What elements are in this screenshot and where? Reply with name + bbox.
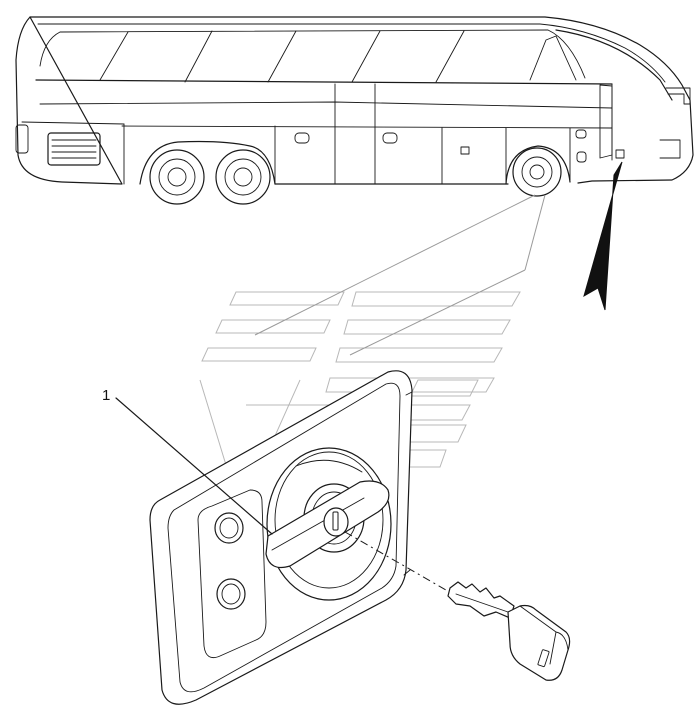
key-icon <box>447 581 571 681</box>
callout-1: 1 <box>102 387 273 535</box>
direction-arrow <box>583 161 623 311</box>
door-lock-assembly <box>149 370 413 705</box>
callout-leader-line <box>115 397 273 535</box>
key-axis-line <box>344 531 447 591</box>
leader-lines <box>254 194 546 356</box>
callout-label: 1 <box>102 387 110 404</box>
bus-side-view <box>15 16 694 205</box>
